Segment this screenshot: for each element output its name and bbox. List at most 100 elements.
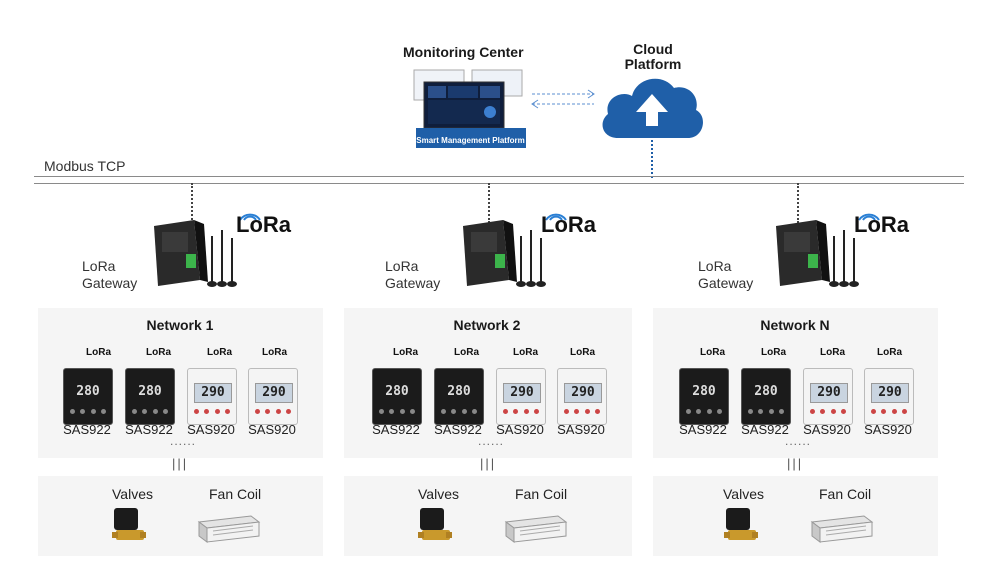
monitoring-center-monitor: [412, 68, 527, 150]
network-2-components-panel: [344, 476, 632, 556]
network-2-device-2-lora: LoRa: [454, 347, 479, 358]
thermostat-display: 280: [138, 384, 162, 399]
network-1-device-4-label: SAS920: [248, 422, 296, 437]
network-1-connector-bars: |||: [172, 456, 189, 471]
network-1-device-2-thermostat: 280: [125, 368, 175, 425]
network-n-device-3-label: SAS920: [803, 422, 851, 437]
gateway-1-wifi-icon: [236, 208, 264, 227]
cloud-label-line1: Cloud: [633, 41, 673, 57]
network-2-device-2-thermostat: 280: [434, 368, 484, 425]
thermostat-display: 290: [564, 383, 602, 403]
network-n-device-1-thermostat: 280: [679, 368, 729, 425]
network-n-device-3-lora: LoRa: [820, 347, 845, 358]
network-2-device-4-lora: LoRa: [570, 347, 595, 358]
gateway-1-label: LoRa Gateway: [82, 258, 137, 292]
network-n-device-2-label: SAS922: [741, 422, 789, 437]
network-2-valves-label: Valves: [418, 486, 459, 502]
thermostat-display: 290: [503, 383, 541, 403]
gateway-3-lora-logo: LoRa: [854, 212, 909, 237]
thermostat-display: 290: [810, 383, 848, 403]
thermostat-display: 290: [255, 383, 293, 403]
gateway-3-wifi-icon: [855, 208, 883, 227]
gateway-1-lora-logo: LoRa: [236, 212, 291, 237]
gateway-3-label-line2: Gateway: [698, 275, 754, 291]
gateway-1-link: [191, 183, 193, 223]
network-2-device-3-thermostat: 290: [496, 368, 546, 425]
network-2-device-1-label: SAS922: [372, 422, 420, 437]
network-1-more-dots: ......: [170, 434, 197, 448]
gateway-1-label-line2: Gateway: [82, 275, 138, 291]
network-n-device-2-lora: LoRa: [761, 347, 786, 358]
network-2-valve-image: [416, 506, 454, 546]
network-n-device-1-label: SAS922: [679, 422, 727, 437]
network-n-device-4-lora: LoRa: [877, 347, 902, 358]
thermostat-display: 280: [385, 384, 409, 399]
network-1-fan-coil-image: [193, 514, 261, 544]
network-2-title: Network 2: [453, 317, 521, 333]
network-1-device-1-lora: LoRa: [86, 347, 111, 358]
network-1-device-3-lora: LoRa: [207, 347, 232, 358]
network-n-device-1-lora: LoRa: [700, 347, 725, 358]
network-n-device-4-thermostat: 290: [864, 368, 914, 425]
thermostat-display: 280: [76, 384, 100, 399]
cloud-label-line2: Platform: [624, 56, 682, 72]
network-1-valves-label: Valves: [112, 486, 153, 502]
gateway-2-wifi-icon: [542, 208, 570, 227]
gateway-1-device: [146, 216, 241, 296]
network-2-device-4-label: SAS920: [557, 422, 605, 437]
thermostat-display: 280: [447, 384, 471, 399]
gateway-2-link: [488, 183, 490, 223]
gateway-3-device: [768, 216, 863, 296]
network-n-device-2-thermostat: 280: [741, 368, 791, 425]
network-n-more-dots: ......: [785, 434, 812, 448]
network-1-title: Network 1: [146, 317, 214, 333]
network-1-device-3-thermostat: 290: [187, 368, 237, 425]
network-1-device-1-thermostat: 280: [63, 368, 113, 425]
network-1-device-4-lora: LoRa: [262, 347, 287, 358]
cloud-platform-label: Cloud: [628, 41, 678, 57]
thermostat-display: 280: [692, 384, 716, 399]
thermostat-display: 280: [754, 384, 778, 399]
network-2-connector-bars: |||: [480, 456, 497, 471]
gateway-2-label: LoRa Gateway: [385, 258, 440, 292]
thermostat-display: 290: [194, 383, 232, 403]
smart-platform-label: Smart Management Platform: [416, 136, 525, 145]
gateway-2-device: [455, 216, 550, 296]
thermostat-display: 290: [871, 383, 909, 403]
gateway-3-label-line1: LoRa: [698, 258, 732, 274]
gateway-2-label-line2: Gateway: [385, 275, 441, 291]
network-2-device-2-label: SAS922: [434, 422, 482, 437]
network-n-device-3-thermostat: 290: [803, 368, 853, 425]
gateway-3-label: LoRa Gateway: [698, 258, 753, 292]
network-n-valve-image: [722, 506, 760, 546]
sync-arrows-icon: [528, 88, 598, 115]
network-2-more-dots: ......: [478, 434, 505, 448]
modbus-tcp-bus: [34, 176, 964, 184]
network-1-fan-coil-label: Fan Coil: [209, 486, 262, 502]
network-2-fan-coil-image: [500, 514, 568, 544]
network-n-fan-coil-image: [806, 514, 874, 544]
network-1-device-2-lora: LoRa: [146, 347, 171, 358]
network-n-connector-bars: |||: [787, 456, 804, 471]
gateway-2-label-line1: LoRa: [385, 258, 419, 274]
network-1-components-panel: [38, 476, 323, 556]
network-n-fan-coil-label: Fan Coil: [819, 486, 872, 502]
cloud-upload-icon: [596, 70, 708, 147]
network-1-device-2-label: SAS922: [125, 422, 173, 437]
network-2-device-3-lora: LoRa: [513, 347, 538, 358]
modbus-tcp-label: Modbus TCP: [44, 158, 126, 174]
network-2-device-3-label: SAS920: [496, 422, 544, 437]
network-1-device-1-label: SAS922: [63, 422, 111, 437]
cloud-link-line: [651, 140, 653, 178]
network-1-device-4-thermostat: 290: [248, 368, 298, 425]
network-1-valve-image: [110, 506, 148, 546]
gateway-2-lora-logo: LoRa: [541, 212, 596, 237]
network-2-device-4-thermostat: 290: [557, 368, 607, 425]
network-n-device-4-label: SAS920: [864, 422, 912, 437]
gateway-3-link: [797, 183, 799, 223]
network-3-components-panel: [653, 476, 938, 556]
gateway-1-label-line1: LoRa: [82, 258, 116, 274]
network-n-valves-label: Valves: [723, 486, 764, 502]
network-n-title: Network N: [760, 317, 830, 333]
network-2-fan-coil-label: Fan Coil: [515, 486, 568, 502]
